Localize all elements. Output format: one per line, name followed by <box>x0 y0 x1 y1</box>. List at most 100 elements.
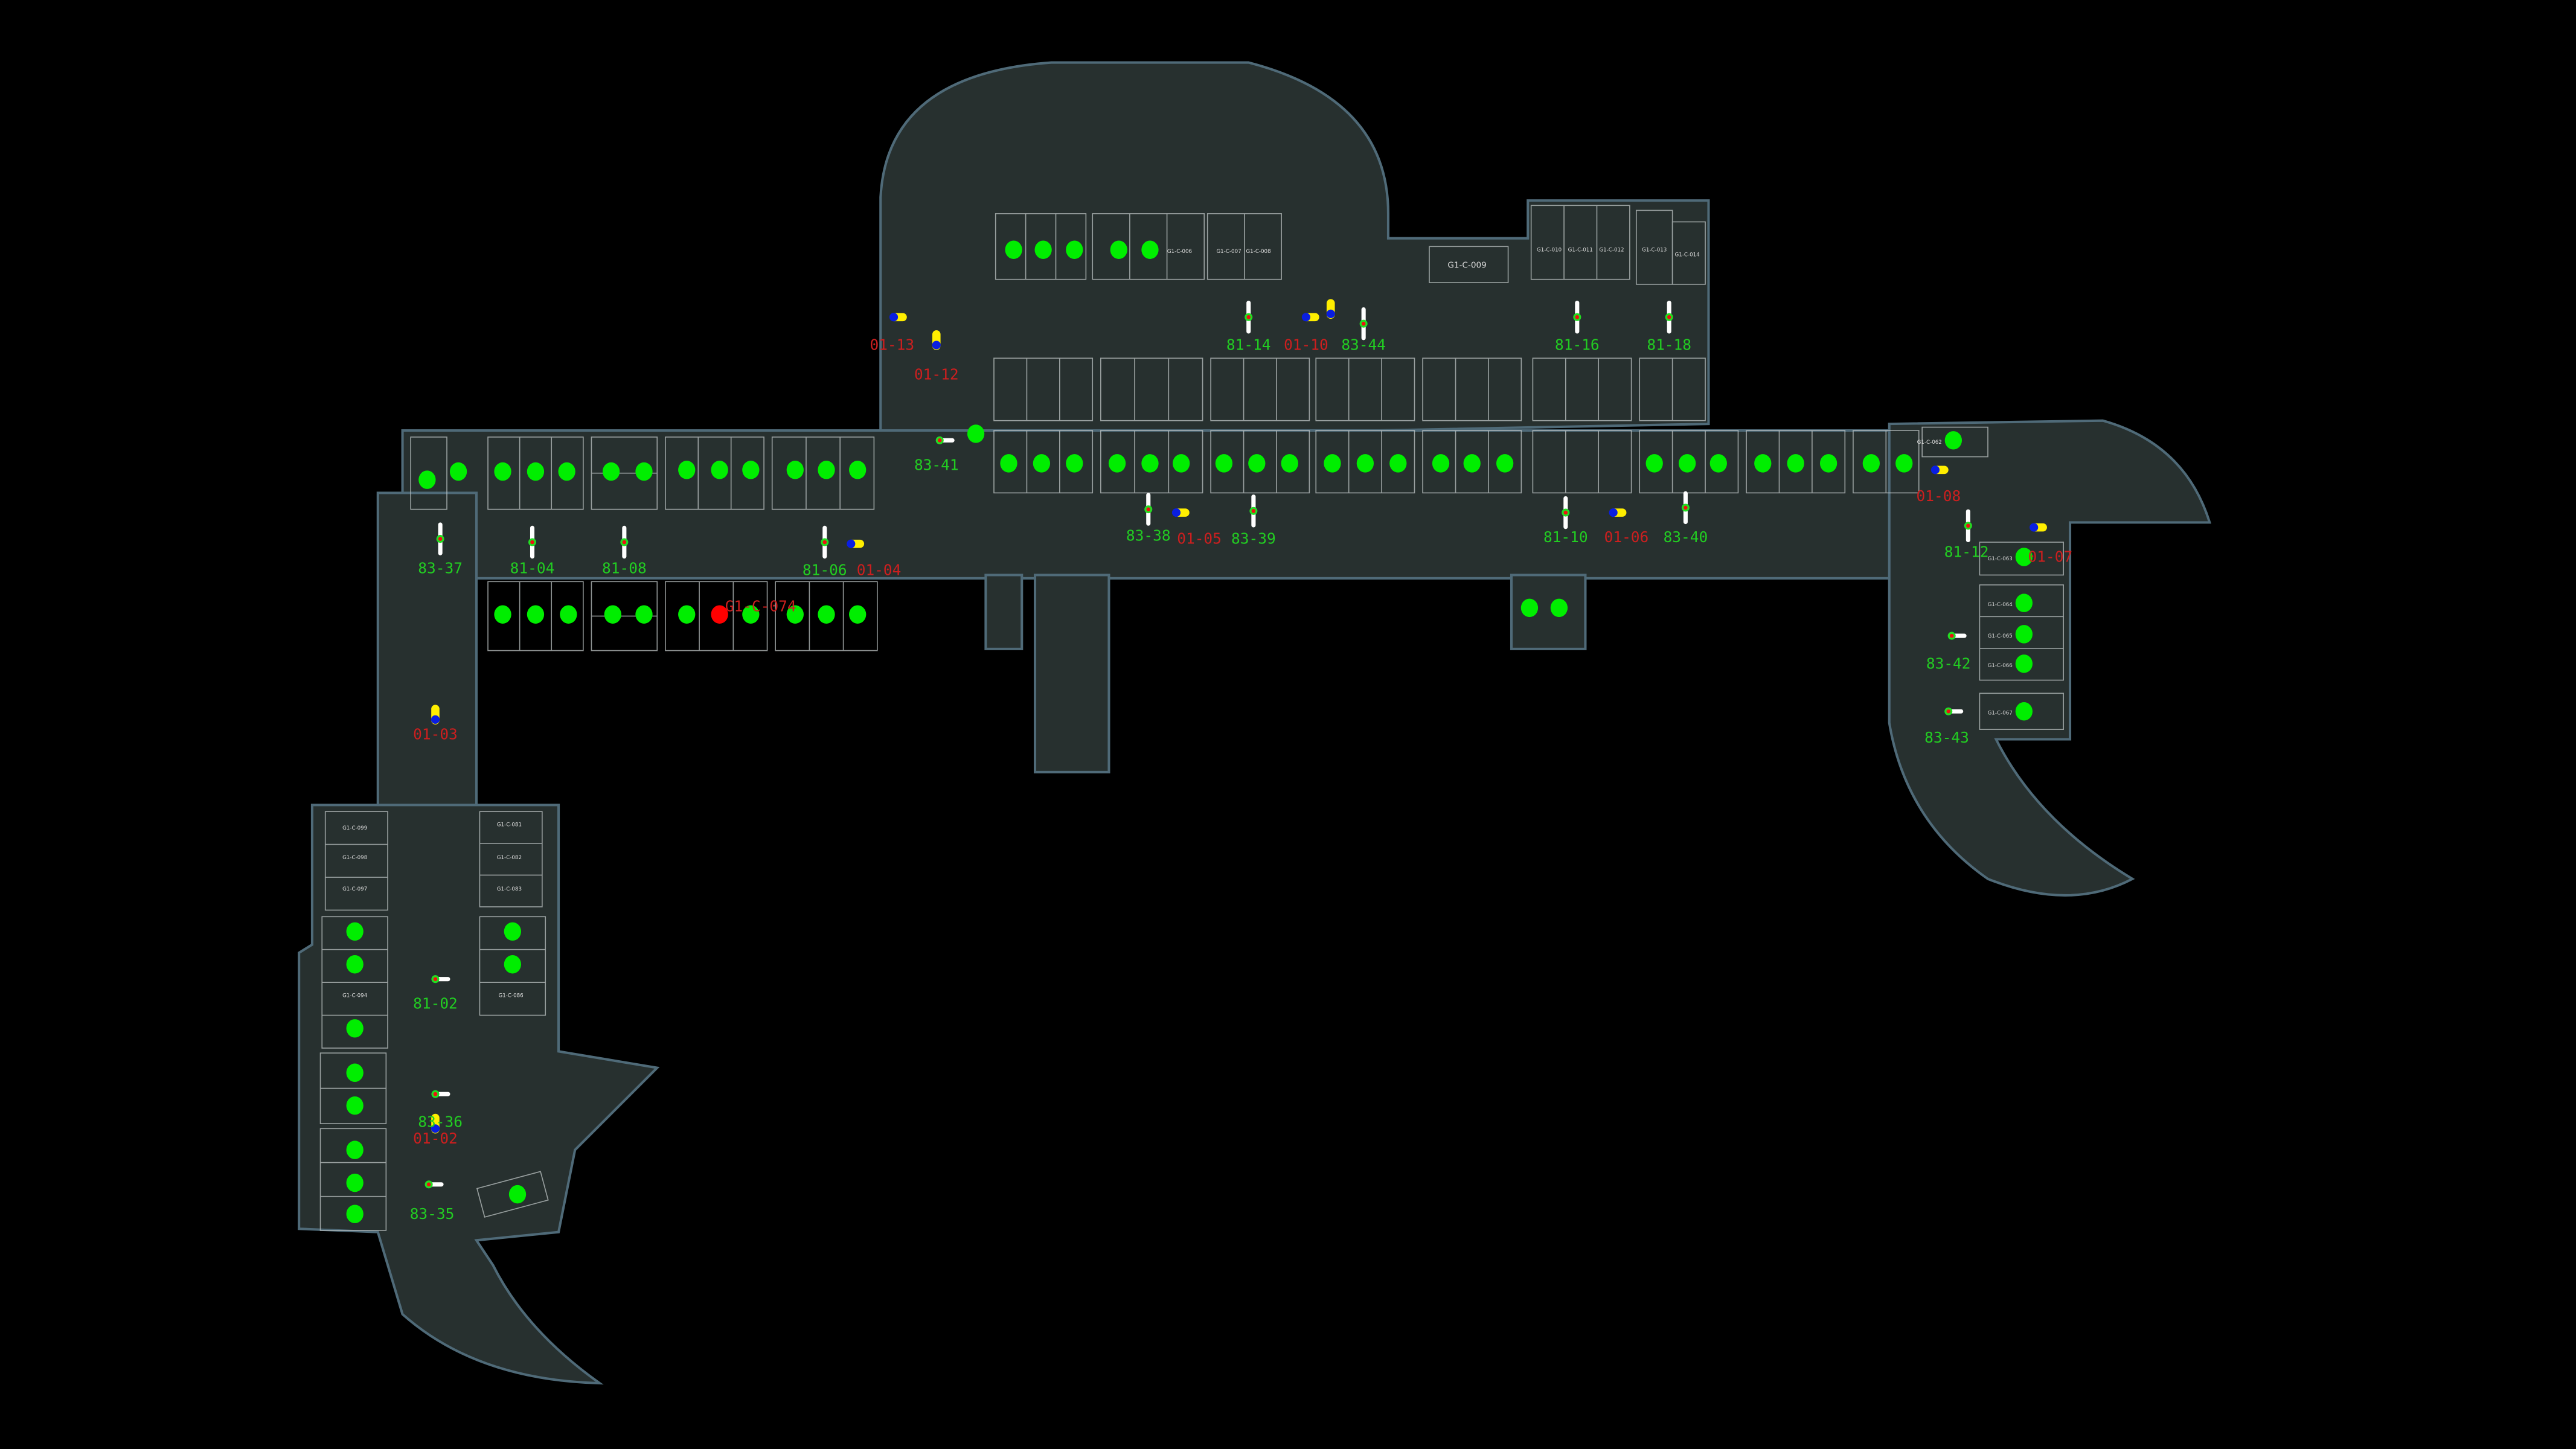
spot-free-indicator[interactable] <box>604 605 621 624</box>
spot-free-indicator[interactable] <box>449 462 467 481</box>
sensor-dot-icon[interactable] <box>530 540 534 545</box>
sensor-dot-icon[interactable] <box>1246 315 1251 319</box>
sensor-dot-icon[interactable] <box>1575 315 1580 319</box>
spot-free-indicator[interactable] <box>346 1063 364 1083</box>
spot-free-indicator[interactable] <box>849 461 867 479</box>
spot-free-indicator[interactable] <box>346 1173 364 1192</box>
spot-free-indicator[interactable] <box>1141 454 1159 473</box>
sensor-dot-icon[interactable] <box>1966 523 1970 528</box>
spot-free-indicator[interactable] <box>2015 625 2033 644</box>
sensor-dot-icon[interactable] <box>622 540 627 545</box>
spot-free-indicator[interactable] <box>494 462 511 481</box>
spot-free-indicator[interactable] <box>1324 454 1341 473</box>
sensor-dot-icon[interactable] <box>426 1182 431 1187</box>
pill-sensor-cap-icon[interactable] <box>932 341 941 350</box>
spot-free-indicator[interactable] <box>1033 454 1051 473</box>
spot-free-indicator[interactable] <box>346 1019 364 1038</box>
spot-free-indicator[interactable] <box>2015 702 2033 721</box>
sensor-dot-icon[interactable] <box>1667 315 1671 319</box>
spot-free-indicator[interactable] <box>560 605 577 624</box>
pill-sensor-cap-icon[interactable] <box>1930 465 1940 475</box>
spot-free-indicator[interactable] <box>1754 454 1772 473</box>
spot-free-indicator[interactable] <box>494 605 511 624</box>
spot-free-indicator[interactable] <box>346 1096 364 1115</box>
spot-free-indicator[interactable] <box>1389 454 1407 473</box>
spot-free-indicator[interactable] <box>1463 454 1481 473</box>
spot-free-indicator[interactable] <box>346 1140 364 1159</box>
spot-free-indicator[interactable] <box>1110 240 1127 259</box>
spot-free-indicator[interactable] <box>1005 240 1022 259</box>
spot-free-indicator[interactable] <box>849 605 867 624</box>
sensor-dot-icon[interactable] <box>1563 510 1568 515</box>
spot-free-indicator[interactable] <box>602 462 620 481</box>
spot-free-indicator[interactable] <box>818 461 835 479</box>
spot-free-indicator[interactable] <box>2015 593 2033 612</box>
pill-sensor-cap-icon[interactable] <box>1301 313 1311 322</box>
spot-free-indicator[interactable] <box>1248 454 1266 473</box>
spot-free-indicator[interactable] <box>1944 431 1962 450</box>
sensor-dot-icon[interactable] <box>1684 505 1688 510</box>
spot-free-indicator[interactable] <box>1709 454 1727 473</box>
sensor-dot-icon[interactable] <box>1361 321 1366 326</box>
spot-free-indicator[interactable] <box>1819 454 1837 473</box>
sensor-dot-icon[interactable] <box>1946 709 1950 714</box>
spot-free-indicator[interactable] <box>1862 454 1880 473</box>
spot-free-indicator[interactable] <box>1520 598 1539 618</box>
spot-free-indicator[interactable] <box>786 461 804 479</box>
spot-free-indicator[interactable] <box>1173 454 1190 473</box>
spot-free-indicator[interactable] <box>1787 454 1804 473</box>
spot-free-indicator[interactable] <box>786 605 804 624</box>
sensor-dot-icon[interactable] <box>822 540 827 545</box>
spot-free-indicator[interactable] <box>346 922 364 941</box>
pill-sensor-cap-icon[interactable] <box>847 539 856 548</box>
pill-sensor-cap-icon[interactable] <box>1609 508 1618 517</box>
spot-free-indicator[interactable] <box>527 462 545 481</box>
pill-sensor-cap-icon[interactable] <box>889 313 899 322</box>
spot-free-indicator[interactable] <box>346 955 364 974</box>
sensor-dot-icon[interactable] <box>433 977 438 981</box>
spot-free-indicator[interactable] <box>1141 240 1159 259</box>
sensor-dot-icon[interactable] <box>1949 633 1954 638</box>
spot-free-indicator[interactable] <box>818 605 835 624</box>
pill-sensor-cap-icon[interactable] <box>431 715 440 724</box>
spot-free-indicator[interactable] <box>1645 454 1663 473</box>
spot-free-indicator[interactable] <box>346 1204 364 1223</box>
pill-sensor-cap-icon[interactable] <box>1171 508 1181 517</box>
spot-free-indicator[interactable] <box>635 605 653 624</box>
spot-alert-indicator[interactable] <box>711 605 728 624</box>
spot-free-indicator[interactable] <box>1215 454 1233 473</box>
spot-free-indicator[interactable] <box>504 955 521 974</box>
spot-free-indicator[interactable] <box>1000 454 1017 473</box>
sensor-dot-icon[interactable] <box>937 438 942 443</box>
sensor-dot-icon[interactable] <box>1146 507 1151 511</box>
pill-sensor-cap-icon[interactable] <box>1326 309 1335 318</box>
spot-free-indicator[interactable] <box>418 470 436 489</box>
spot-free-indicator[interactable] <box>527 605 545 624</box>
spot-free-indicator[interactable] <box>1432 454 1450 473</box>
spot-free-indicator[interactable] <box>1034 240 1052 259</box>
spot-free-indicator[interactable] <box>742 605 760 624</box>
sensor-dot-icon[interactable] <box>433 1092 438 1096</box>
spot-free-indicator[interactable] <box>508 1185 527 1204</box>
spot-free-indicator[interactable] <box>1066 454 1083 473</box>
spot-free-indicator[interactable] <box>2015 654 2033 673</box>
spot-free-indicator[interactable] <box>635 462 653 481</box>
spot-free-indicator[interactable] <box>678 605 696 624</box>
spot-free-indicator[interactable] <box>1281 454 1298 473</box>
spot-free-indicator[interactable] <box>967 424 985 443</box>
sensor-dot-icon[interactable] <box>438 537 443 541</box>
spot-free-indicator[interactable] <box>504 922 521 941</box>
pill-sensor-cap-icon[interactable] <box>431 1124 440 1133</box>
spot-free-indicator[interactable] <box>558 462 575 481</box>
spot-free-indicator[interactable] <box>1678 454 1696 473</box>
spot-free-indicator[interactable] <box>1895 454 1913 473</box>
spot-free-indicator[interactable] <box>1066 240 1083 259</box>
spot-free-indicator[interactable] <box>1356 454 1374 473</box>
pill-sensor-cap-icon[interactable] <box>2030 523 2039 532</box>
spot-free-indicator[interactable] <box>2015 548 2033 566</box>
spot-free-indicator[interactable] <box>1496 454 1514 473</box>
spot-free-indicator[interactable] <box>742 461 760 479</box>
spot-free-indicator[interactable] <box>1550 598 1568 618</box>
spot-free-indicator[interactable] <box>678 461 696 479</box>
spot-free-indicator[interactable] <box>1108 454 1126 473</box>
